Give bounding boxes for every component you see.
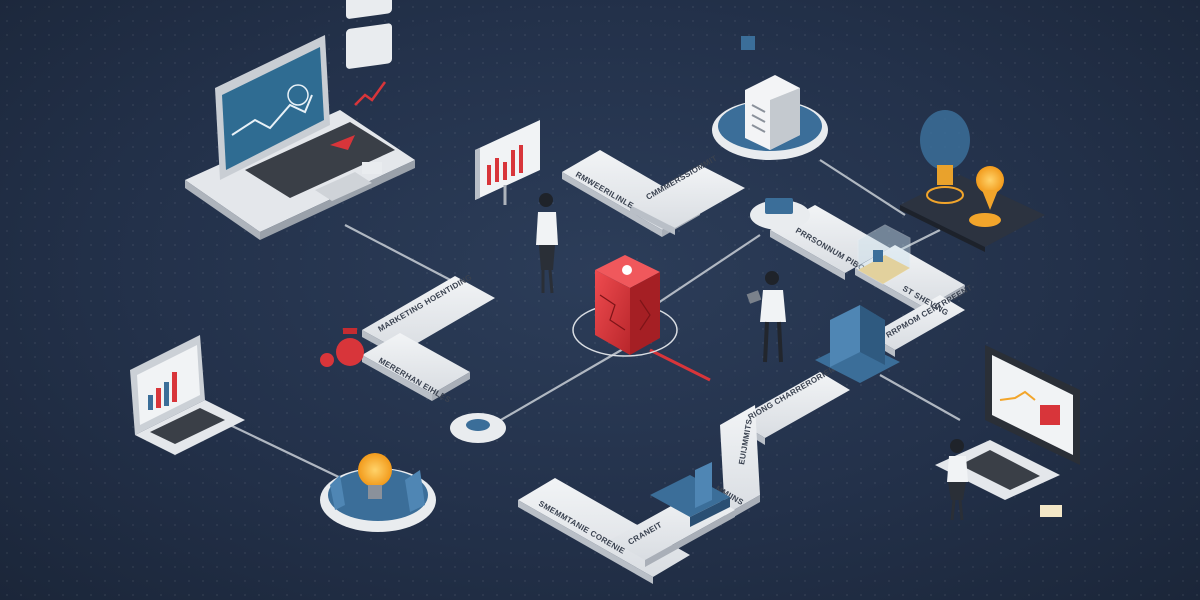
path-top-right xyxy=(630,165,745,235)
lightbulb-icon xyxy=(900,110,1045,252)
path-bottom xyxy=(518,478,735,584)
trend-chart-icon xyxy=(346,23,392,106)
red-connector xyxy=(649,348,711,382)
small-platform-center xyxy=(450,413,506,443)
blue-block-right xyxy=(815,305,900,383)
person-man-icon xyxy=(746,271,786,363)
laptop-chart-icon xyxy=(185,35,415,240)
red-cube-icon xyxy=(572,255,678,357)
blue-block-bottom xyxy=(650,462,730,527)
glass-cube-icon xyxy=(857,224,911,285)
billboard-chart-icon xyxy=(475,120,540,205)
server-icon xyxy=(712,36,828,160)
path-left-lower xyxy=(362,333,470,401)
blue-device-upper xyxy=(750,198,810,230)
person-woman-icon xyxy=(536,193,558,294)
pen-icon xyxy=(330,135,355,150)
laptop-bar-icon xyxy=(130,335,245,455)
phone-icon xyxy=(362,162,382,174)
alarm-bell-icon xyxy=(320,328,364,367)
monitor-chart-icon xyxy=(935,345,1080,517)
bulb-platform-icon xyxy=(320,453,436,532)
bulb-orange-icon xyxy=(969,166,1004,227)
person-typing-icon xyxy=(947,439,968,521)
